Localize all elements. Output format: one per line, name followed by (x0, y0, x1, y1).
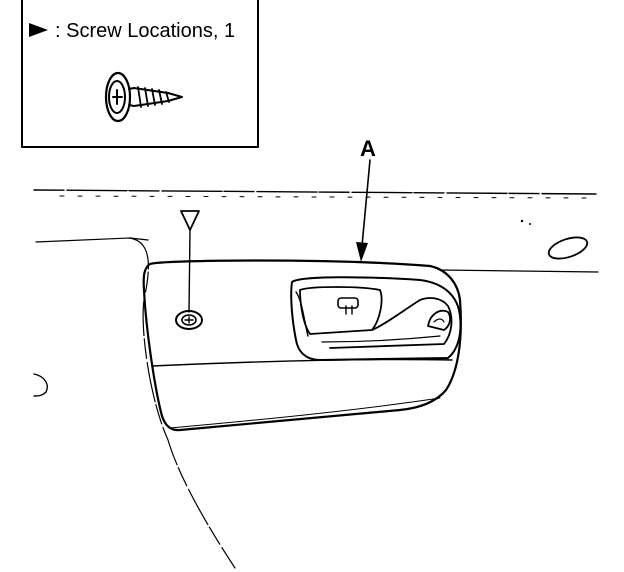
lock-knob-icon (337, 297, 359, 315)
legend-box: : Screw Locations, 1 (21, 0, 259, 148)
door-panel (33, 189, 599, 569)
screw-location (175, 310, 203, 330)
screw-location-triangle-icon (180, 210, 200, 313)
door-handle-assembly (142, 259, 462, 432)
panel-clip-hole (547, 236, 589, 260)
screw-icon (104, 71, 183, 123)
legend-marker-icon (29, 23, 48, 37)
callout-a: A (356, 136, 376, 262)
lock-slot (427, 309, 451, 331)
callout-a-label: A (360, 136, 376, 161)
legend-label: : Screw Locations, 1 (55, 20, 235, 42)
